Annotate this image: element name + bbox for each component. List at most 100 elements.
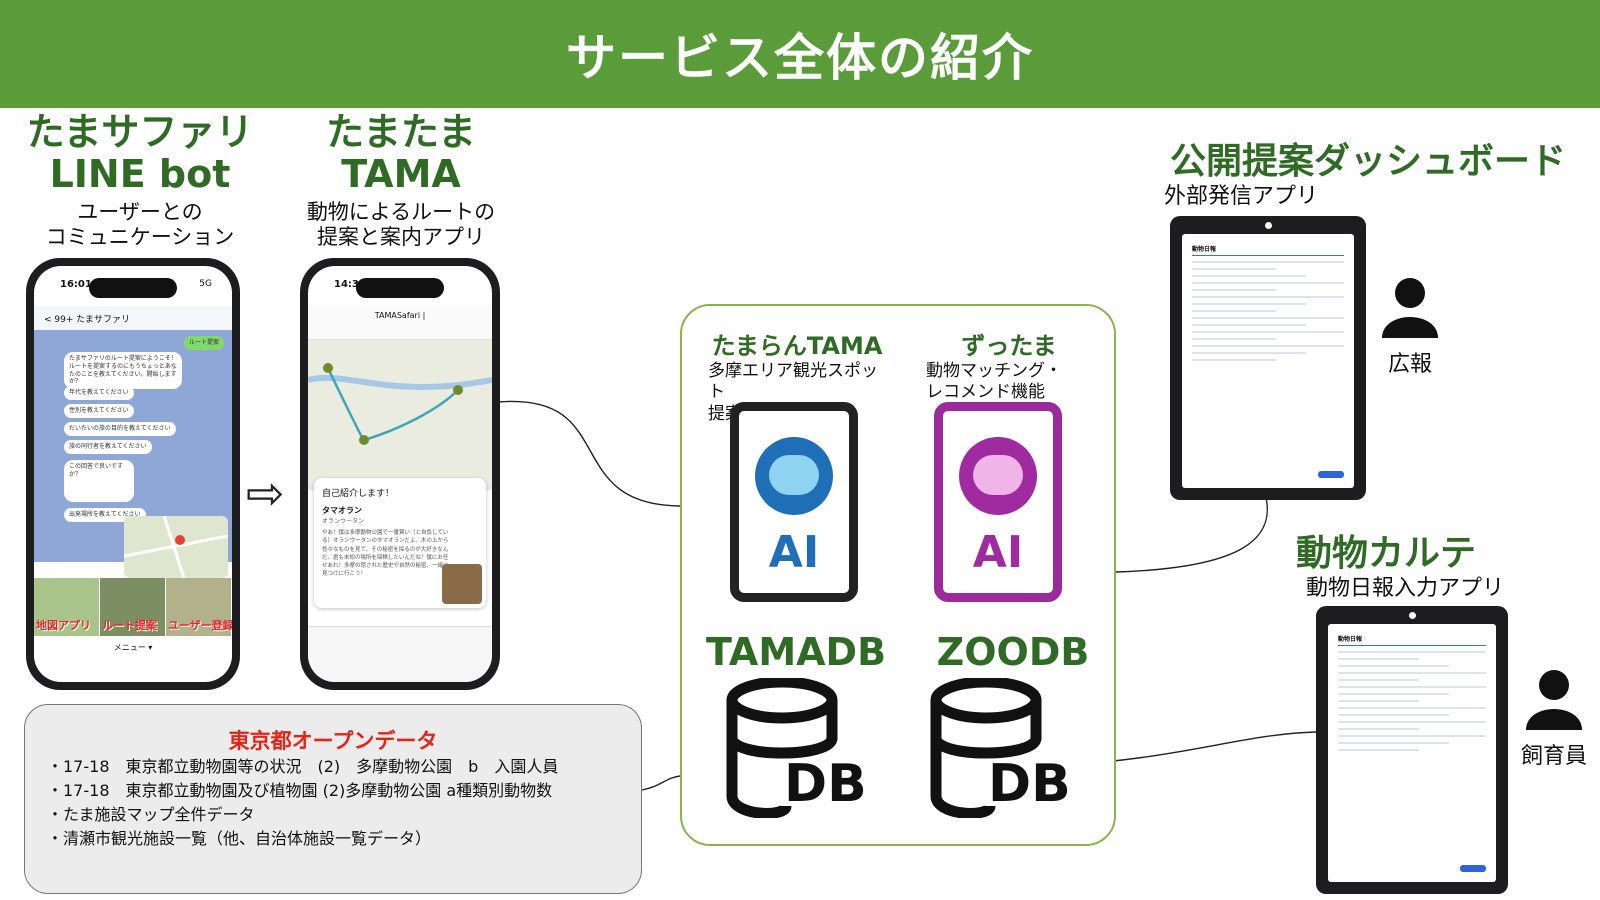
- database-icon: DB: [726, 676, 867, 819]
- tamatama-desc-line2: 提案と案内アプリ: [317, 225, 485, 250]
- rich-menu-register[interactable]: ユーザー登録: [166, 578, 232, 636]
- connector-tamatama-to-ai: [497, 400, 681, 507]
- menu-label: メニュー ▾: [113, 643, 153, 652]
- orangutan-image: [442, 564, 482, 604]
- chat-header[interactable]: < 99+ たまサファリ: [34, 306, 232, 330]
- page-title: サービス全体の紹介: [566, 29, 1034, 87]
- line-bot-desc-line2: コミュニケーション: [45, 225, 235, 250]
- tamatama-desc-line1: 動物によるルートの: [306, 200, 496, 224]
- brain-icon: [755, 437, 833, 515]
- card-title: 自己紹介します！: [322, 489, 395, 499]
- person-icon: [1526, 668, 1582, 730]
- status-time: 14:31: [334, 279, 366, 290]
- tablet-camera: [1265, 222, 1272, 229]
- chat-message[interactable]: だいたいの旅の目的を教えてください: [64, 422, 176, 436]
- dashboard-form[interactable]: 動物日報: [1182, 234, 1354, 488]
- status-signal: 5G: [199, 279, 212, 289]
- chat-map-preview[interactable]: [123, 515, 229, 579]
- connector-opendata-to-ai: [641, 775, 681, 791]
- route-map-drawing: [308, 363, 492, 445]
- ai-services-box: たまらんTAMA 多摩エリア観光スポット 提案AIエージェント ずったま 動物マ…: [680, 304, 1116, 846]
- phone-notch: [89, 278, 177, 298]
- flow-arrow-icon: ⇨: [246, 466, 285, 520]
- tamadb-label: TAMADB: [705, 630, 887, 674]
- tamatama-description: 動物によるルートの 提案と案内アプリ: [284, 200, 518, 250]
- karte-title: 動物カルテ: [1296, 533, 1477, 574]
- chat-message[interactable]: 性別を教えてください: [64, 404, 134, 418]
- line-bot-title: たまサファリ LINE bot: [20, 110, 260, 196]
- tamatama-title: たまたま TAMA: [284, 111, 518, 196]
- ai-phone-purple-icon: AI: [934, 402, 1062, 602]
- line-bot-title-line2: LINE bot: [49, 151, 231, 196]
- route-map[interactable]: [308, 340, 492, 490]
- ai-service-name: ずったま: [961, 332, 1057, 360]
- rich-menu-map-label: 地図アプリ: [36, 619, 91, 632]
- status-time: 16:01: [60, 279, 92, 290]
- ai-service-name: たまらんTAMA: [711, 332, 883, 360]
- dashboard-title: 公開提案ダッシュボード: [1170, 141, 1567, 182]
- open-data-item: ・たま施設マップ全件データ: [47, 805, 255, 824]
- db-text: DB: [784, 754, 867, 814]
- karte-subtitle: 動物日報入力アプリ: [1306, 576, 1505, 601]
- submit-button[interactable]: [1460, 865, 1486, 872]
- menu-bar[interactable]: メニュー ▾: [34, 636, 232, 676]
- animal-intro-card[interactable]: 自己紹介します！ タマオラン オランウータン やあ！僕は多摩動物公園で一番賢い（…: [314, 478, 486, 608]
- open-data-item: ・17-18 東京都立動物園及び植物園 (2)多摩動物公園 a種類別動物数: [47, 781, 553, 800]
- db-text: DB: [988, 754, 1071, 814]
- dashboard-tablet: 動物日報: [1170, 216, 1366, 500]
- line-bot-phone: 16:01 5G < 99+ たまサファリ ルート提案 たまサファリのルート提案…: [26, 258, 240, 690]
- open-data-item: ・清瀬市観光施設一覧（他、自治体施設一覧データ）: [47, 829, 432, 848]
- chat-message[interactable]: 年代を教えてください: [64, 386, 134, 400]
- karte-form[interactable]: 動物日報: [1328, 624, 1496, 882]
- ai-service-desc: 動物マッチング・ レコメンド機能: [914, 361, 1104, 404]
- phone-notch: [356, 278, 444, 298]
- ai-service-desc-line1: 多摩エリア観光スポット: [708, 361, 878, 403]
- line-bot-title-line1: たまサファリ: [26, 110, 254, 154]
- database-icon: DB: [930, 676, 1071, 819]
- open-data-item: ・17-18 東京都立動物園等の状況 (2) 多摩動物公園 b 入園人員: [47, 757, 559, 776]
- animal-species: オランウータン: [322, 518, 365, 525]
- rich-menu-route[interactable]: ルート提案: [100, 578, 166, 636]
- tablet-camera: [1409, 612, 1416, 619]
- rich-menu-register-label: ユーザー登録: [168, 619, 232, 632]
- submit-button[interactable]: [1318, 471, 1344, 478]
- brain-icon: [959, 437, 1037, 515]
- rich-menu-route-label: ルート提案: [102, 619, 157, 632]
- line-bot-screen: 16:01 5G < 99+ たまサファリ ルート提案 たまサファリのルート提案…: [34, 266, 232, 682]
- tamatama-phone: 14:31 TAMASafari | 自己紹介します！ タマオラン オランウータ…: [300, 258, 500, 690]
- zoodb-label: ZOODB: [936, 630, 1090, 674]
- line-bot-desc-line1: ユーザーとの: [77, 200, 203, 224]
- ai-service-desc-line1: 動物マッチング・: [926, 361, 1062, 381]
- animal-intro-text: やあ！僕は多摩動物公園で一番賢い（と自負している）オランウータンのタマオランだよ…: [322, 530, 449, 578]
- browser-header: TAMASafari |: [308, 306, 492, 340]
- animal-name: タマオラン: [322, 506, 362, 515]
- chat-message[interactable]: 旅の同行者を教えてください: [64, 440, 152, 454]
- open-data-title: 東京都オープンデータ: [228, 729, 438, 753]
- dashboard-subtitle: 外部発信アプリ: [1164, 184, 1319, 209]
- chat-message: この回答で良いですか？: [64, 460, 134, 502]
- ai-label: AI: [972, 527, 1024, 578]
- tamatama-title-line2: TAMA: [341, 151, 461, 196]
- connector-ai-to-dashboard: [1115, 489, 1269, 573]
- open-data-box: 東京都オープンデータ ・17-18 東京都立動物園等の状況 (2) 多摩動物公園…: [24, 704, 642, 894]
- form-title: 動物日報: [1338, 634, 1486, 646]
- browser-nav-bar[interactable]: [308, 626, 492, 682]
- route-proposal-bubble[interactable]: ルート提案: [183, 336, 224, 350]
- keeper-role-label: 飼育員: [1520, 744, 1587, 769]
- rich-menu: 地図アプリ ルート提案 ユーザー登録: [34, 578, 232, 636]
- chat-message: たまサファリのルート提案にようこそ！ルートを提案するのにもうちょっとあなたのこと…: [64, 352, 182, 390]
- header-bar: サービス全体の紹介: [0, 0, 1600, 108]
- map-thumbnail: [123, 515, 229, 579]
- ai-service-desc-line2: レコメンド機能: [926, 382, 1045, 403]
- person-icon: [1382, 276, 1438, 338]
- ai-service-zuttama: ずったま 動物マッチング・ レコメンド機能: [914, 326, 1104, 404]
- ai-label: AI: [768, 527, 820, 578]
- app-title: TAMASafari |: [374, 311, 426, 320]
- form-title: 動物日報: [1192, 244, 1344, 256]
- rich-menu-map[interactable]: 地図アプリ: [34, 578, 100, 636]
- ai-phone-blue-icon: AI: [730, 402, 858, 602]
- open-data-list: ・17-18 東京都立動物園等の状況 (2) 多摩動物公園 b 入園人員 ・17…: [47, 755, 558, 851]
- tamatama-screen: 14:31 TAMASafari | 自己紹介します！ タマオラン オランウータ…: [308, 266, 492, 682]
- karte-tablet: 動物日報: [1316, 606, 1508, 894]
- chat-header-label: < 99+ たまサファリ: [44, 315, 130, 325]
